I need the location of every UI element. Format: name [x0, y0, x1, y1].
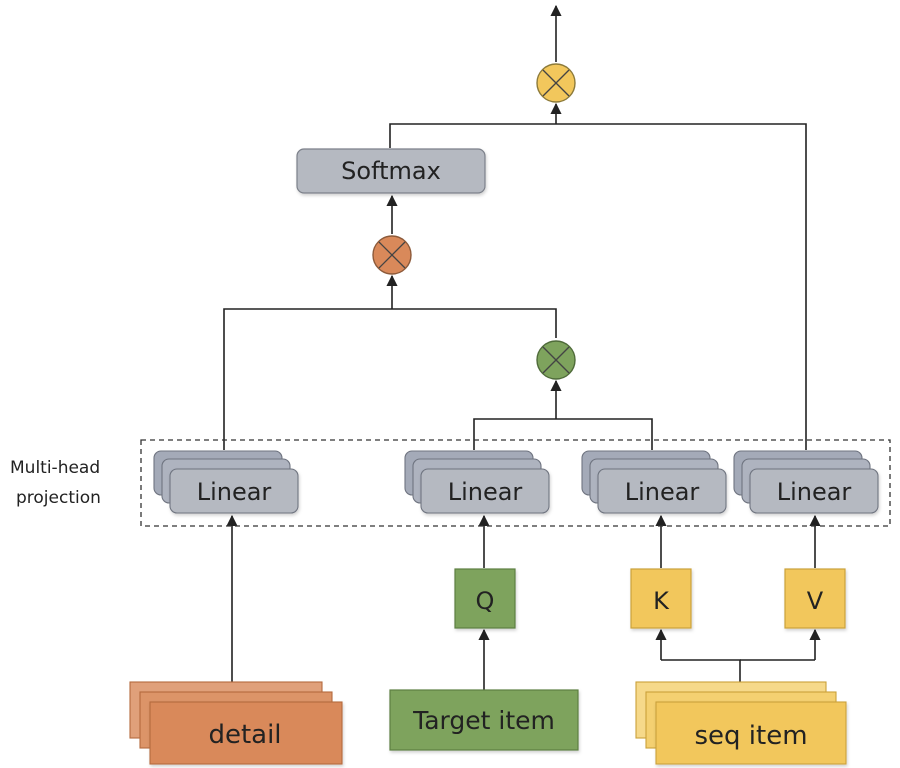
multiply-operator-top	[536, 63, 576, 103]
qk-merge-line	[473, 418, 653, 450]
multiply-operator-low	[536, 340, 576, 380]
detail-linear-to-mid-line	[223, 308, 557, 450]
k-label: K	[653, 587, 670, 615]
linear-detail-label: Linear	[197, 478, 272, 506]
v-box: V	[784, 568, 846, 629]
linear-k-label: Linear	[625, 478, 700, 506]
linear-q-label: Linear	[448, 478, 523, 506]
linear-stack-detail: Linear	[153, 450, 299, 514]
linear-v-label: Linear	[777, 478, 852, 506]
seq-item-label: seq item	[694, 721, 807, 751]
linear-stack-v: Linear	[733, 450, 879, 514]
detail-input-stack: detail	[129, 681, 343, 765]
softmax-box: Softmax	[296, 148, 486, 194]
multi-head-projection-region	[140, 439, 891, 527]
side-label-line1: Multi-head	[10, 458, 100, 478]
target-item-input: Target item	[389, 689, 579, 751]
connectors	[223, 4, 821, 692]
side-label-line2: projection	[16, 488, 101, 508]
detail-label: detail	[208, 720, 281, 750]
k-box: K	[630, 568, 692, 629]
v-label: V	[807, 587, 824, 615]
q-box: Q	[454, 568, 516, 629]
q-label: Q	[476, 587, 495, 615]
target-item-label: Target item	[412, 706, 555, 735]
linear-stack-k: Linear	[581, 450, 727, 514]
seq-item-input-stack: seq item	[635, 681, 847, 765]
multiply-operator-mid	[372, 235, 412, 275]
linear-stack-q: Linear	[404, 450, 550, 514]
softmax-to-top-line	[389, 123, 807, 450]
softmax-label: Softmax	[341, 157, 441, 185]
